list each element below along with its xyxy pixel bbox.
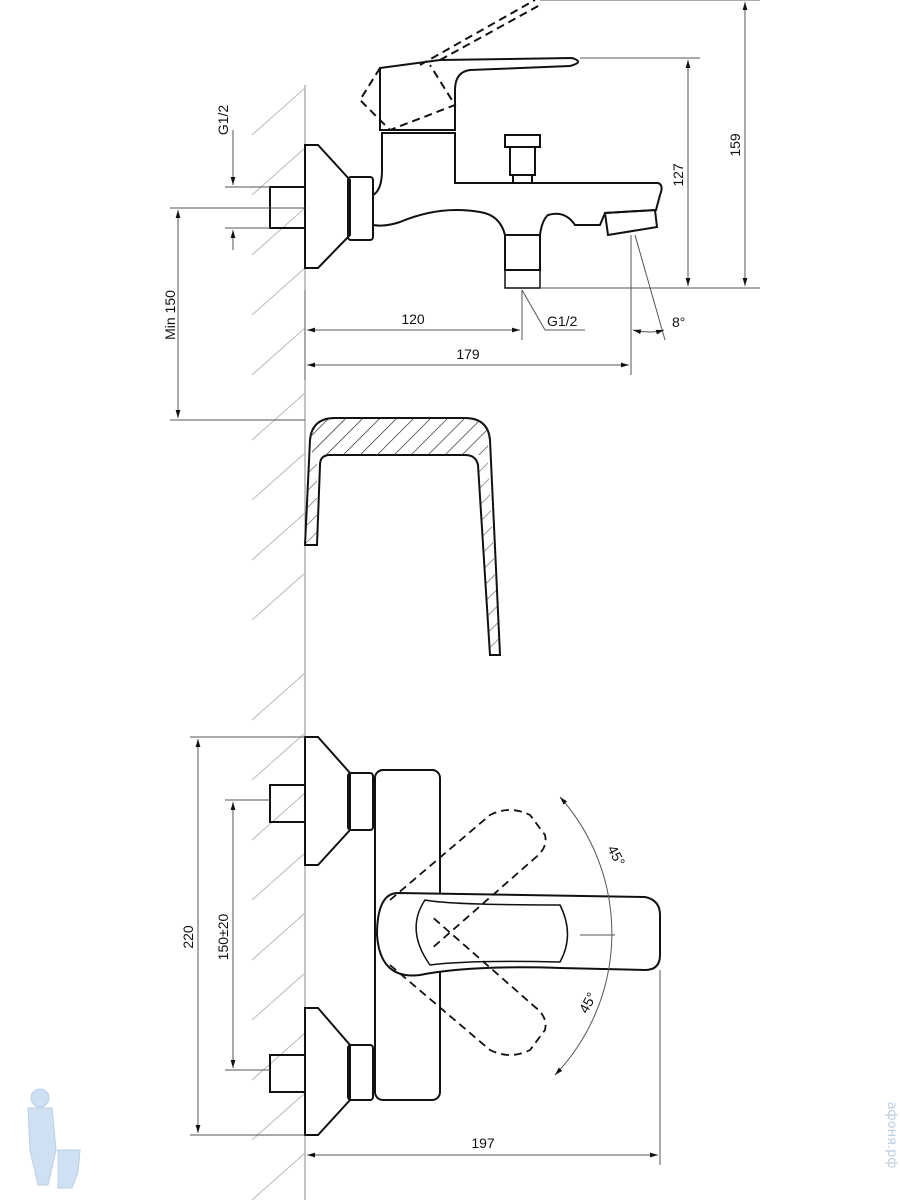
- lever-raised-outline: [358, 64, 457, 132]
- lever-handle: [379, 56, 579, 131]
- aerator: [603, 208, 659, 237]
- dim-127-label: 127: [670, 163, 686, 187]
- top-flange-upper: [304, 736, 351, 866]
- handle-rotated-outlines: [389, 809, 547, 1056]
- handle-top: [375, 891, 661, 977]
- outlet-connector: [504, 234, 541, 271]
- spout-section-profile: [303, 417, 502, 656]
- side-view-dimensions: [170, 0, 760, 421]
- outlet-thread-label: G1/2: [547, 313, 578, 329]
- plumber-mascot-logo: [27, 1088, 81, 1189]
- dim-min150-label: Min 150: [162, 290, 178, 340]
- angle-45-up-label: 45°: [604, 843, 628, 869]
- dim-120-label: 120: [401, 311, 425, 327]
- side-view-mixer: [269, 0, 663, 289]
- hex-nut: [347, 176, 374, 241]
- wall: [251, 85, 306, 1200]
- top-view-dimensions: [190, 736, 661, 1165]
- dim-220-label: 220: [180, 925, 196, 949]
- mixer-body: [372, 132, 663, 236]
- inlet-thread-label: G1/2: [215, 105, 231, 136]
- top-flange-lower: [304, 1007, 351, 1136]
- dim-197-label: 197: [471, 1135, 495, 1151]
- dim-150-label: 150±20: [215, 913, 231, 960]
- wall-flange: [304, 144, 351, 269]
- diverter-knob: [504, 134, 541, 148]
- watermark-text: афоня.рф: [884, 1102, 899, 1169]
- dim-179-label: 179: [456, 346, 480, 362]
- outlet-thread: [504, 269, 541, 289]
- top-view-mixer: [269, 736, 661, 1136]
- spout-angle-label: 8°: [672, 314, 685, 330]
- dim-159-label: 159: [727, 133, 743, 157]
